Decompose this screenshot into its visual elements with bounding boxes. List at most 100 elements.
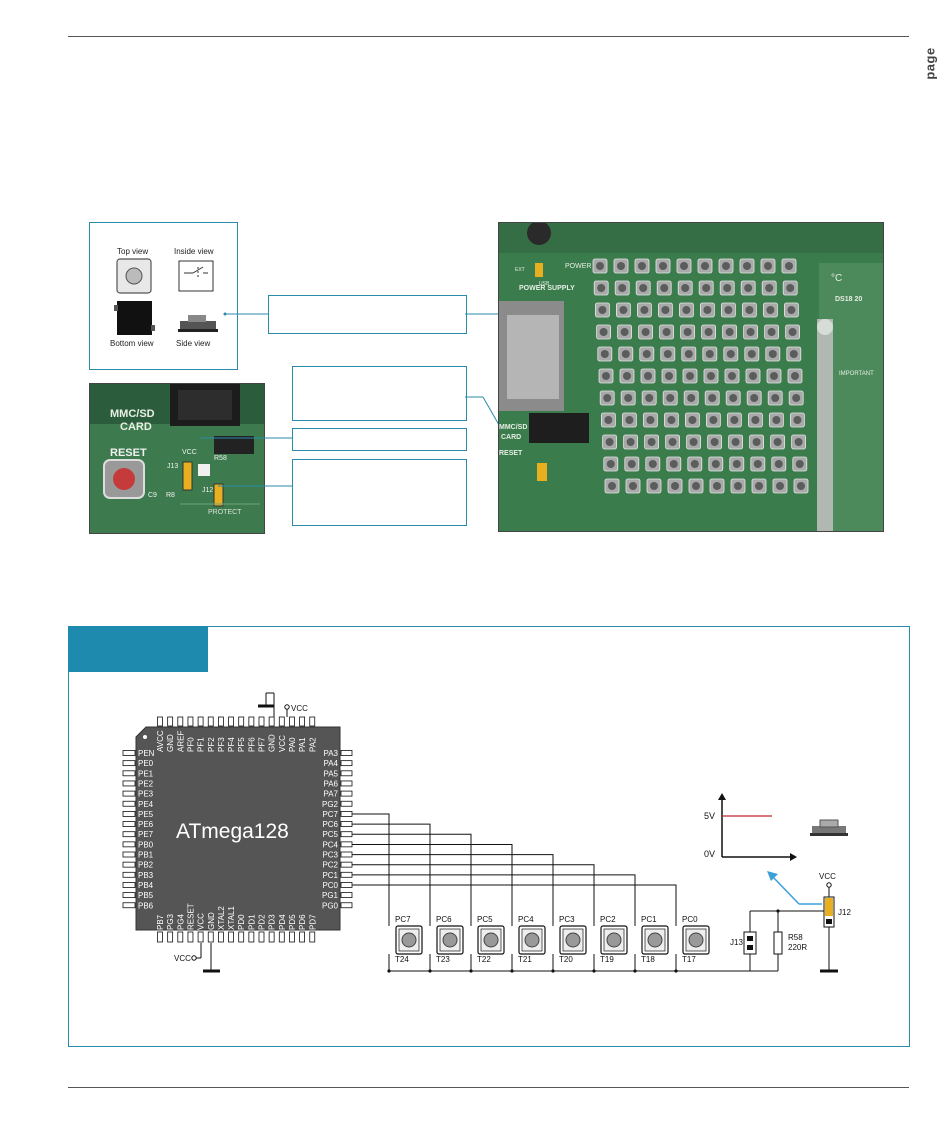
schematic-tab bbox=[68, 626, 208, 672]
top-pin bbox=[258, 716, 265, 727]
photo-push-button bbox=[613, 258, 629, 274]
j12-label: J12 bbox=[202, 487, 213, 494]
right-pin bbox=[340, 892, 353, 898]
right-pin bbox=[340, 902, 353, 909]
button-grid bbox=[592, 258, 809, 494]
top-pin-label: AREF bbox=[176, 731, 185, 752]
photo-push-button bbox=[750, 456, 766, 472]
j13-label: J13 bbox=[730, 938, 743, 947]
photo-push-button bbox=[768, 412, 784, 428]
photo-push-button bbox=[663, 412, 679, 428]
photo-push-button bbox=[603, 456, 619, 472]
chip-name: ATmega128 bbox=[176, 820, 289, 843]
bottom-pin bbox=[258, 931, 265, 943]
photo-push-button bbox=[743, 324, 759, 340]
mmc-label: MMC/SD bbox=[499, 424, 527, 431]
photo-push-button bbox=[749, 434, 765, 450]
photo-push-button bbox=[728, 434, 744, 450]
left-pin bbox=[122, 750, 136, 756]
left-pin-label: PE7 bbox=[138, 830, 154, 839]
photo-push-button bbox=[646, 478, 662, 494]
photo-push-button bbox=[619, 368, 635, 384]
photo-push-button bbox=[740, 280, 756, 296]
top-pin bbox=[278, 716, 285, 727]
photo-push-button bbox=[723, 346, 739, 362]
bottom-pin bbox=[238, 931, 245, 943]
photo-push-button bbox=[741, 302, 757, 318]
bottom-rule bbox=[68, 1087, 909, 1088]
right-pin-label: PG2 bbox=[322, 800, 339, 809]
photo-push-button bbox=[751, 478, 767, 494]
top-pin-label: GND bbox=[166, 734, 175, 752]
top-pin bbox=[309, 716, 316, 727]
photo-push-button bbox=[766, 368, 782, 384]
photo-push-button bbox=[657, 302, 673, 318]
ds18-label: DS18 20 bbox=[835, 296, 862, 303]
photo-push-button bbox=[793, 478, 809, 494]
photo-push-button bbox=[640, 368, 656, 384]
r8-label: R8 bbox=[166, 492, 175, 499]
bottom-pin-label: XTAL1 bbox=[227, 906, 236, 930]
photo-push-button bbox=[659, 324, 675, 340]
button-ref-label: T20 bbox=[559, 955, 573, 964]
photo-push-button bbox=[686, 434, 702, 450]
graph-0v-label: 0V bbox=[704, 849, 715, 859]
right-pin-label: PC2 bbox=[322, 861, 338, 870]
jumper-resistor-section: J13 R58 220R VCC J12 bbox=[730, 872, 851, 973]
callout-box-3 bbox=[292, 428, 467, 451]
atmega128-chip: ATmega128 bbox=[135, 726, 341, 931]
button-network: PC7T24PC6T23PC5T22PC4T21PC3T20PC2T19PC1T… bbox=[352, 813, 778, 973]
protect-label: PROTECT bbox=[208, 509, 242, 516]
photo-push-button bbox=[681, 346, 697, 362]
photo-push-button bbox=[698, 280, 714, 296]
button-pin-label: PC0 bbox=[682, 915, 698, 924]
top-rule bbox=[68, 36, 909, 37]
photo-push-button bbox=[655, 258, 671, 274]
bottom-pin-label: PD5 bbox=[288, 914, 297, 930]
bottom-pin-label: PD2 bbox=[258, 914, 267, 930]
left-pin bbox=[122, 800, 136, 807]
left-pin bbox=[122, 831, 136, 838]
r58-label: R58 bbox=[214, 455, 227, 462]
top-pin-label: AVCC bbox=[156, 730, 165, 752]
bottom-view-icon bbox=[114, 301, 155, 335]
r58-name: R58 bbox=[788, 933, 803, 942]
photo-push-button bbox=[697, 258, 713, 274]
right-pin bbox=[340, 871, 353, 878]
right-pin-label: PA3 bbox=[323, 749, 338, 758]
left-pin-label: PB0 bbox=[138, 840, 154, 849]
photo-push-button bbox=[760, 258, 776, 274]
left-pin-label: PB3 bbox=[138, 871, 154, 880]
photo-push-button bbox=[598, 368, 614, 384]
top-pin bbox=[217, 716, 224, 727]
j13-label: J13 bbox=[167, 463, 178, 470]
photo-push-button bbox=[601, 412, 616, 428]
bottom-pin bbox=[289, 931, 295, 943]
bottom-pin-label: PD3 bbox=[268, 914, 277, 930]
photo-push-button bbox=[785, 324, 801, 340]
top-pin-label: PF0 bbox=[186, 737, 195, 752]
photo-push-button bbox=[677, 280, 693, 296]
right-pin bbox=[340, 861, 353, 868]
left-pin-label: PB2 bbox=[138, 861, 154, 870]
r58-value: 220R bbox=[788, 943, 807, 952]
photo-push-button bbox=[788, 390, 804, 406]
power-label: POWER bbox=[565, 263, 591, 270]
photo-push-button bbox=[765, 346, 781, 362]
left-pin-label: PE5 bbox=[138, 810, 154, 819]
left-pin-label: PE1 bbox=[138, 769, 154, 778]
right-pin bbox=[340, 770, 353, 777]
photo-push-button bbox=[596, 324, 611, 340]
photo-push-button bbox=[666, 456, 682, 472]
photo-push-button bbox=[614, 280, 630, 296]
left-pin-label: PE4 bbox=[138, 800, 154, 809]
bottom-pin bbox=[177, 931, 184, 943]
photo-push-button bbox=[762, 302, 778, 318]
left-pin bbox=[122, 821, 136, 827]
